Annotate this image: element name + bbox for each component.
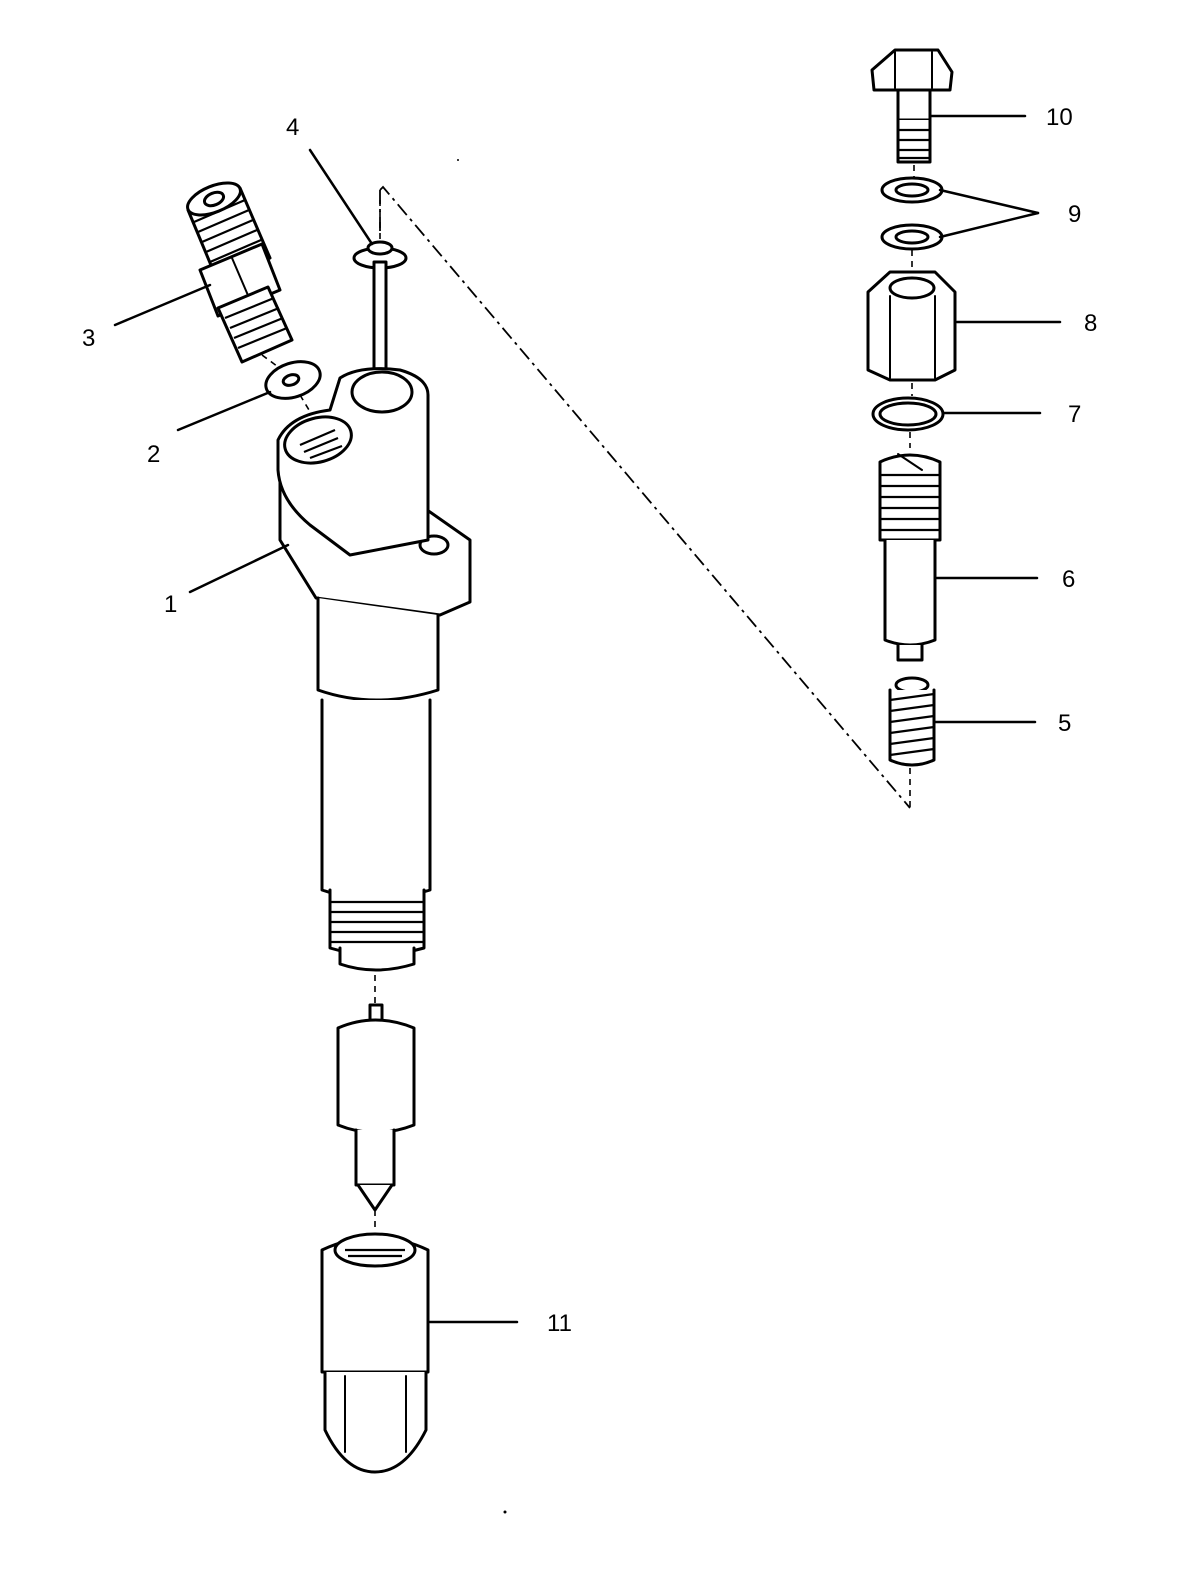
callout-5: 5	[1058, 710, 1071, 737]
sealing-washers-part-9	[880, 176, 944, 251]
banjo-bolt-part-10	[870, 48, 954, 164]
callout-7: 7	[1068, 401, 1081, 428]
callout-11: 11	[547, 1310, 572, 1337]
callout-3: 3	[82, 325, 95, 352]
injector-body-part-1	[276, 367, 472, 972]
leader-9b	[938, 211, 1040, 239]
nozzle-nut-part-11	[320, 1232, 430, 1474]
callout-10: 10	[1046, 104, 1073, 131]
leader-1	[188, 543, 290, 594]
adjusting-screw-part-6	[878, 453, 942, 662]
spring-part-5	[888, 676, 936, 767]
scan-speck-2	[457, 159, 459, 161]
callout-1: 1	[164, 591, 177, 618]
explosion-line	[379, 185, 911, 809]
inlet-connector-part-3	[186, 181, 294, 373]
leader-4	[308, 148, 374, 246]
callout-2: 2	[147, 441, 160, 468]
callout-4: 4	[286, 114, 299, 141]
o-ring-part-7	[871, 396, 945, 432]
callout-6: 6	[1062, 566, 1075, 593]
cap-nut-part-8	[866, 270, 957, 382]
leader-3	[113, 283, 212, 327]
leader-9a	[938, 188, 1040, 215]
scan-speck	[503, 1510, 507, 1514]
callout-8: 8	[1084, 310, 1097, 337]
nozzle	[336, 1003, 416, 1212]
washer-part-2	[264, 360, 322, 426]
callout-9: 9	[1068, 201, 1081, 228]
leader-2	[176, 390, 272, 432]
